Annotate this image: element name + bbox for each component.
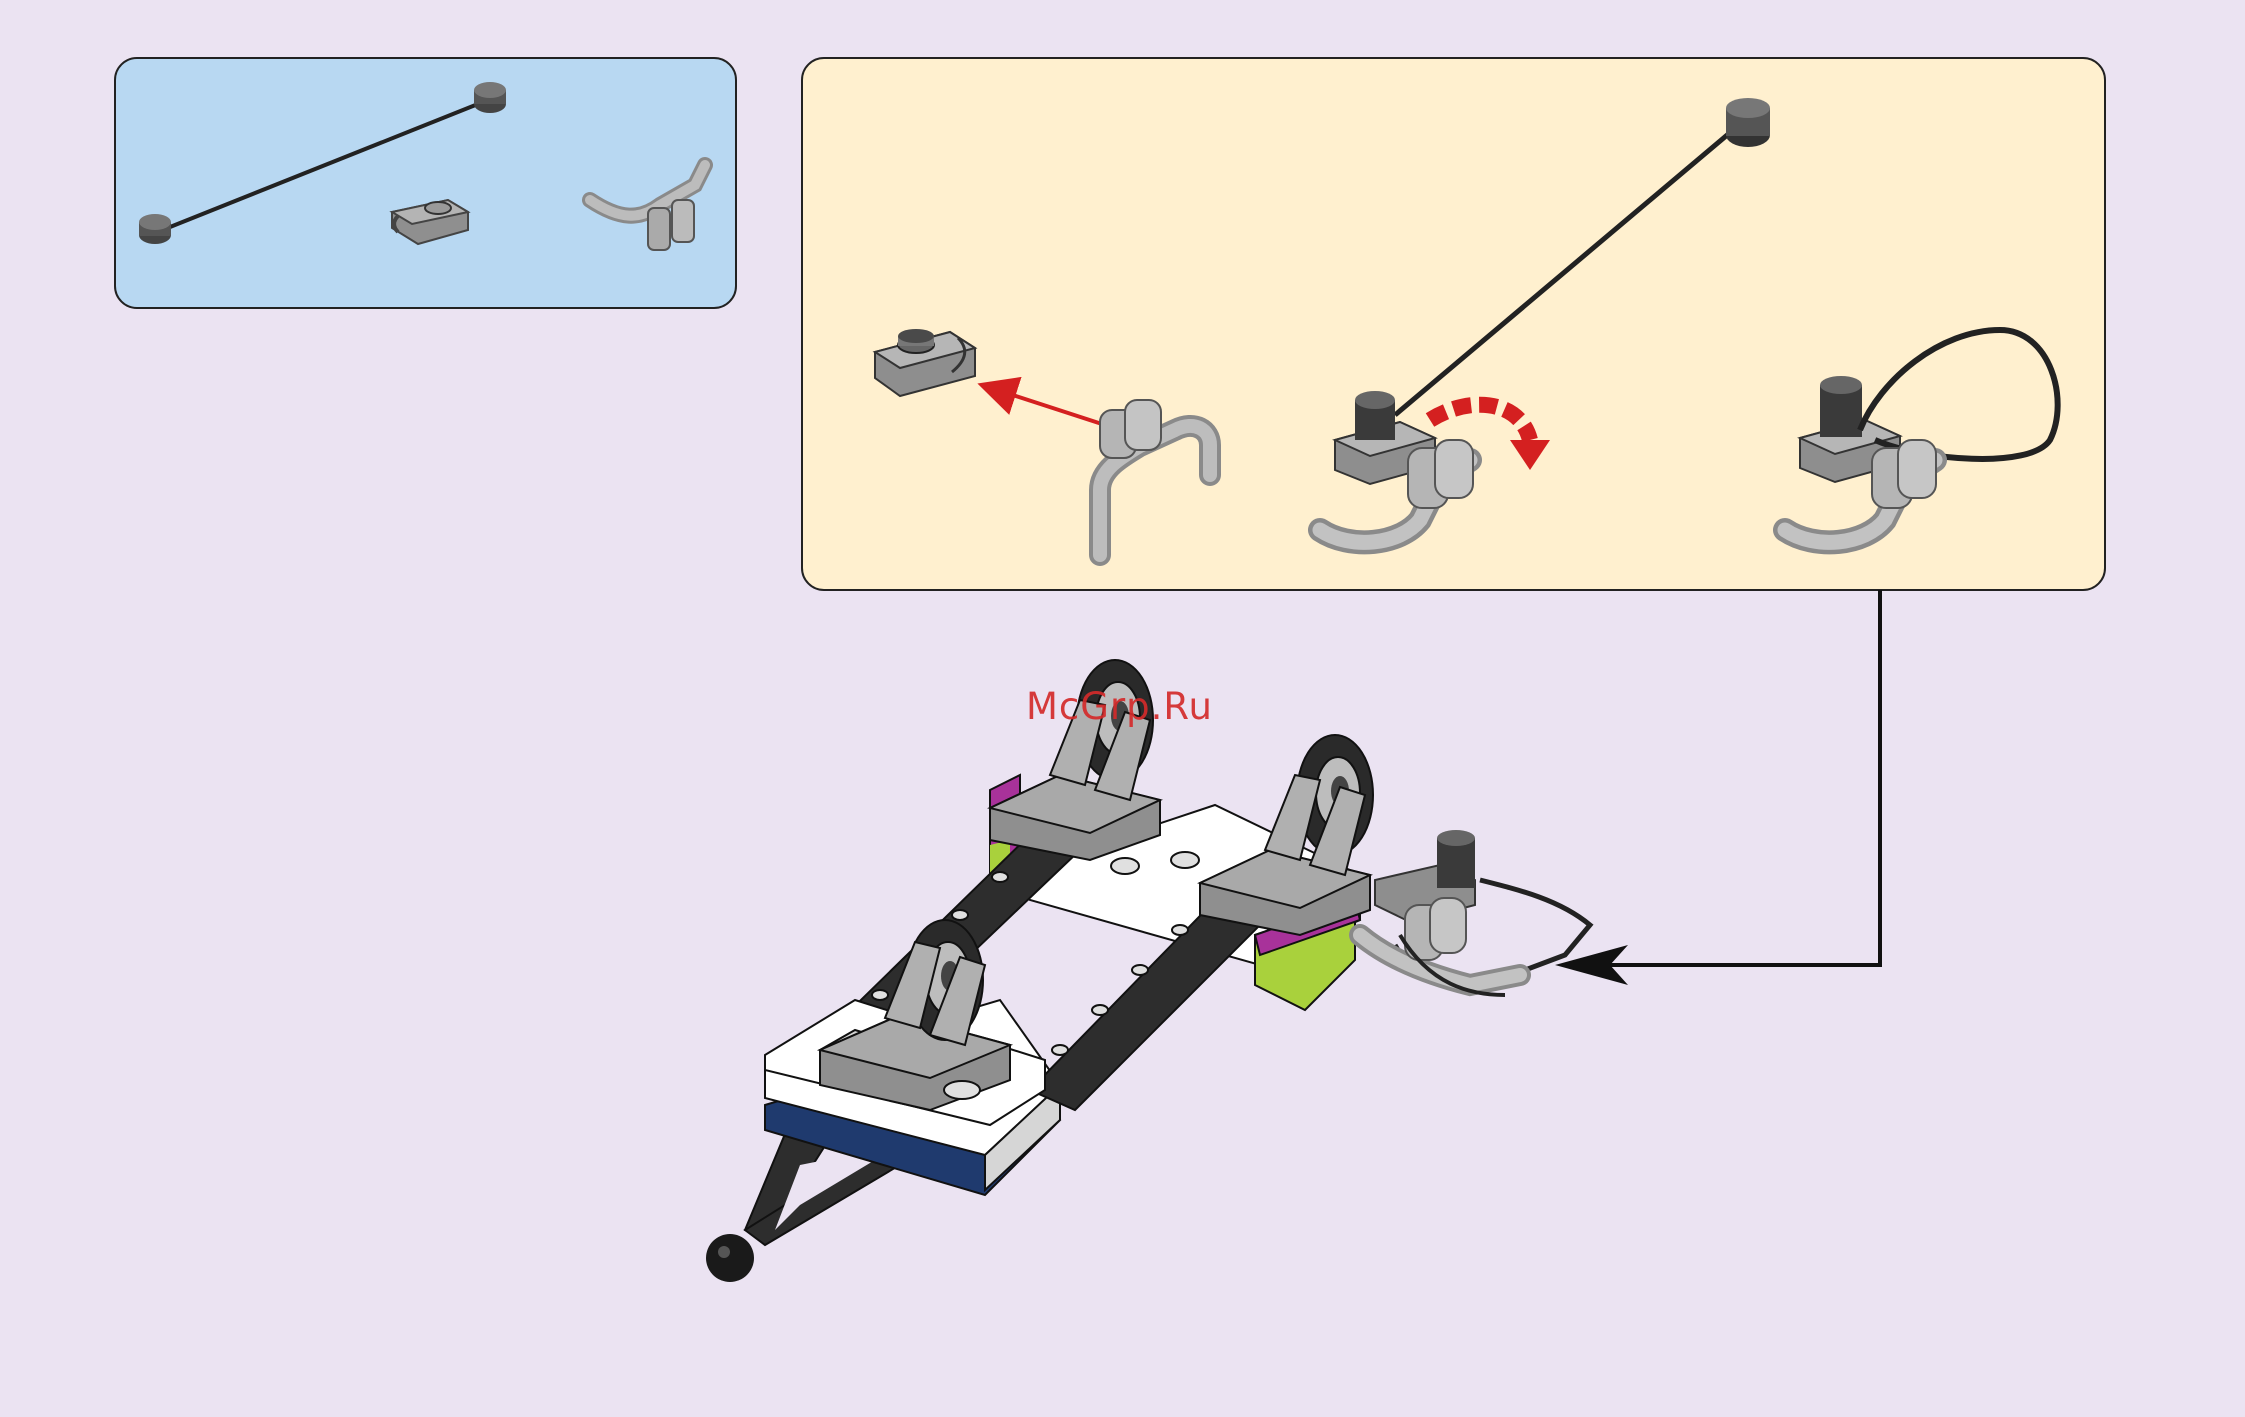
callout-connector (1555, 590, 1880, 985)
trailer-model (706, 660, 1590, 1282)
parts-panel (115, 58, 736, 308)
substep-panel (802, 58, 2105, 590)
watermark-text: McGrp.Ru (1026, 685, 1213, 728)
attached-handle-with-string (1360, 830, 1590, 995)
